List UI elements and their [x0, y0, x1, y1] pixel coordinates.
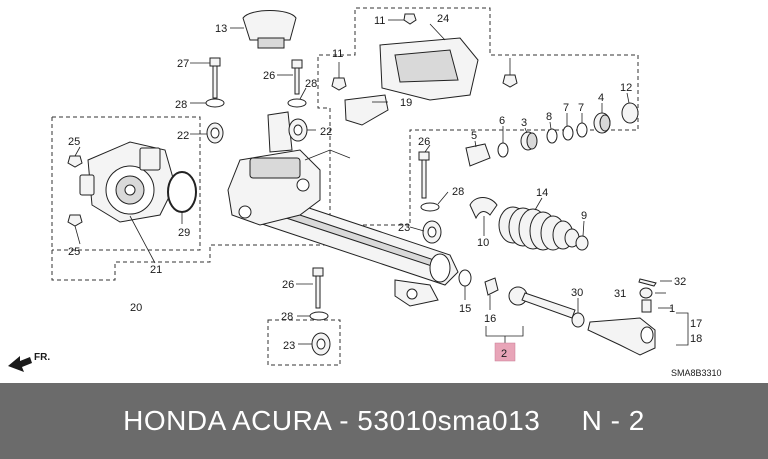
- washer-7b: [562, 125, 574, 141]
- callout-label: 30: [571, 287, 583, 299]
- lock-washer-16: [484, 277, 499, 296]
- washer-8: [546, 128, 558, 144]
- callout-label: 12: [620, 82, 632, 94]
- spring-4: [593, 112, 611, 134]
- group-outline-bottom: [267, 319, 341, 366]
- callout-label: 27: [177, 58, 189, 70]
- callout-label: 16: [484, 313, 496, 325]
- callout-labels: 13 27 26 28 22 11 24 11 19 28 22 12 4 7 …: [68, 13, 702, 360]
- bolt-11-top: [403, 13, 417, 25]
- callout-label: 18: [690, 333, 702, 345]
- washer-28-mid: [420, 202, 440, 212]
- callout-label: 17: [690, 318, 702, 330]
- callout-label: 25: [68, 246, 80, 258]
- spring-3: [520, 131, 538, 151]
- callout-label: 26: [263, 70, 275, 82]
- callout-label: 10: [477, 237, 489, 249]
- guide-5: [465, 143, 491, 167]
- callout-label: 8: [546, 111, 552, 123]
- callout-label: 14: [536, 187, 548, 199]
- seal-15: [458, 269, 472, 287]
- callout-label: 2: [501, 348, 507, 360]
- bolt-26-top: [291, 59, 303, 95]
- washer-7a: [576, 122, 588, 138]
- callout-label: 23: [398, 222, 410, 234]
- callout-label: 22: [320, 126, 332, 138]
- bolt-26-bottom: [312, 267, 324, 309]
- group-outline-motor: [52, 116, 201, 251]
- callout-label: 26: [418, 136, 430, 148]
- bushing-22-left: [206, 122, 224, 144]
- bushing-23-bottom: [311, 332, 331, 356]
- callout-label: 31: [614, 288, 626, 300]
- callout-label: 11: [374, 15, 385, 27]
- callout-label: 28: [175, 99, 187, 111]
- caption-text: HONDA ACURA - 53010sma013 N - 2: [123, 405, 645, 436]
- callout-label: 28: [452, 186, 464, 198]
- bolt-11-right: [502, 74, 518, 88]
- callout-label: 21: [150, 264, 162, 276]
- callout-label: 32: [674, 276, 686, 288]
- dust-boot: [242, 10, 297, 49]
- o-ring: [167, 171, 197, 213]
- direction-label: FR.: [34, 352, 50, 363]
- leader-lines: [74, 19, 689, 346]
- bushing-22-top: [288, 118, 308, 142]
- tie-rod-end: [587, 299, 656, 356]
- callout-label: 5: [471, 130, 477, 142]
- bolt-25-bottom: [67, 214, 83, 227]
- rack-housing: [249, 189, 459, 307]
- bolt-25-top: [67, 155, 83, 168]
- callout-label: 22: [177, 130, 189, 142]
- callout-label: 28: [305, 78, 317, 90]
- bracket: [379, 37, 479, 101]
- sensor-bracket: [344, 94, 389, 126]
- valve-body: [227, 111, 351, 226]
- diagram-code: SMA8B3310: [671, 368, 722, 378]
- callout-label: 28: [281, 311, 293, 323]
- highlight-badge: [494, 342, 516, 362]
- ring-6: [497, 142, 509, 158]
- assist-motor: [79, 141, 176, 223]
- nut-30: [571, 312, 585, 328]
- washer-28-top: [287, 98, 307, 108]
- tie-rod: [508, 286, 576, 319]
- nut-12: [621, 102, 639, 124]
- bolt-11-mid: [331, 77, 347, 91]
- front-arrow-icon: [8, 356, 32, 372]
- clip-10: [469, 197, 498, 220]
- cotter-pin-32: [638, 278, 657, 287]
- callout-label: 3: [521, 117, 527, 129]
- caption-bar: HONDA ACURA - 53010sma013 N - 2: [0, 383, 768, 459]
- callout-label: 24: [437, 13, 449, 25]
- callout-label: 7: [563, 102, 569, 114]
- callout-label: 1: [669, 303, 675, 315]
- washer-28-bottom: [309, 311, 329, 321]
- bolt-27: [209, 57, 221, 99]
- parts-diagram: 13 27 26 28 22 11 24 11 19 28 22 12 4 7 …: [8, 7, 722, 378]
- callout-label: 4: [598, 92, 604, 104]
- callout-label: 11: [332, 48, 343, 60]
- callout-label: 19: [400, 97, 412, 109]
- callout-label: 15: [459, 303, 471, 315]
- callout-label: 7: [578, 102, 584, 114]
- nut-31: [639, 287, 653, 299]
- callout-label: 20: [130, 302, 142, 314]
- callout-label: 25: [68, 136, 80, 148]
- bolt-26-mid: [418, 151, 430, 199]
- washer-28-left: [205, 98, 225, 108]
- clamp-9: [575, 235, 589, 251]
- callout-label: 13: [215, 23, 227, 35]
- boot-bellows: [498, 206, 580, 251]
- callout-label: 29: [178, 227, 190, 239]
- callout-label: 6: [499, 115, 505, 127]
- callout-label: 9: [581, 210, 587, 222]
- callout-label: 26: [282, 279, 294, 291]
- callout-label: 23: [283, 340, 295, 352]
- bushing-23-mid: [422, 220, 442, 244]
